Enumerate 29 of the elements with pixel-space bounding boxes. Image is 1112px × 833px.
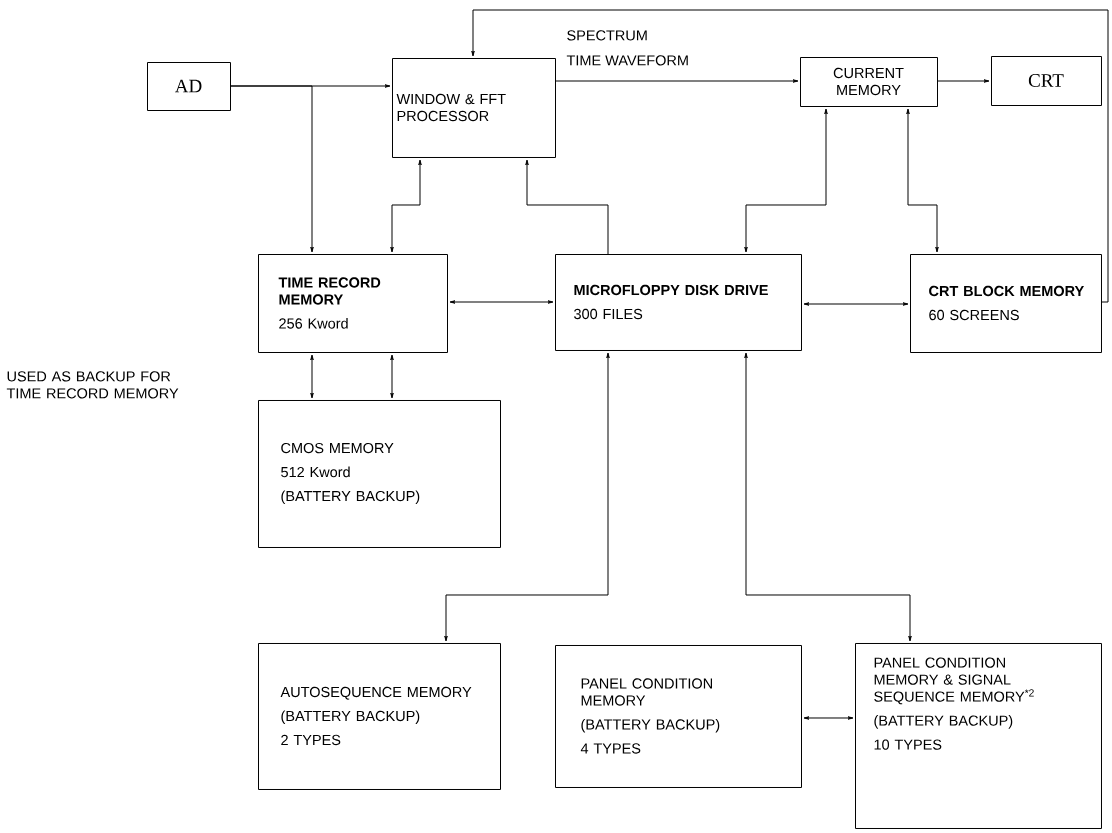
arrow [525,159,609,255]
process-box: WINDOW & FFT PROCESSOR [392,58,556,158]
signal-label: SPECTRUM [567,30,647,41]
process-box: CURRENT MEMORY [800,57,938,107]
arrow [906,108,939,253]
process-box: PANEL CONDITION MEMORY (BATTERY BACKUP) 4 TYPES [555,645,802,788]
arrow [803,302,909,306]
process-box: PANEL CONDITION MEMORY & SIGNAL SEQUENCE MEMORY$^{*2}$ (BATTERY BACKUP) 10 TYPES [855,643,1102,829]
edge-label: TIME WAVEFORM [565,54,690,67]
arrow [937,79,990,83]
arrow [449,300,554,304]
arrow [310,354,314,399]
arrow [744,352,912,642]
process-box: CMOS MEMORY 512 Kword (BATTERY BACKUP) [258,400,501,548]
arrow [444,352,610,642]
process-box: TIME RECORD MEMORY 256 Kword [258,254,448,353]
arrow [390,354,394,399]
arrow [471,9,1109,303]
process-box: AD [147,62,231,111]
arrow [230,85,314,253]
process-box: AUTOSEQUENCE MEMORY (BATTERY BACKUP) 2 TYPES [258,643,501,790]
note-text: USED AS BACKUP FOR TIME RECORD MEMORY [6,371,179,399]
arrow [803,716,854,720]
process-box: CRT BLOCK MEMORY 60 SCREENS [910,254,1102,353]
arrow [555,79,799,83]
arrow [744,108,828,253]
process-box: MICROFLOPPY DISK DRIVE 300 FILES [555,254,802,351]
arrow [390,159,422,253]
process-box: CRT [991,56,1102,106]
